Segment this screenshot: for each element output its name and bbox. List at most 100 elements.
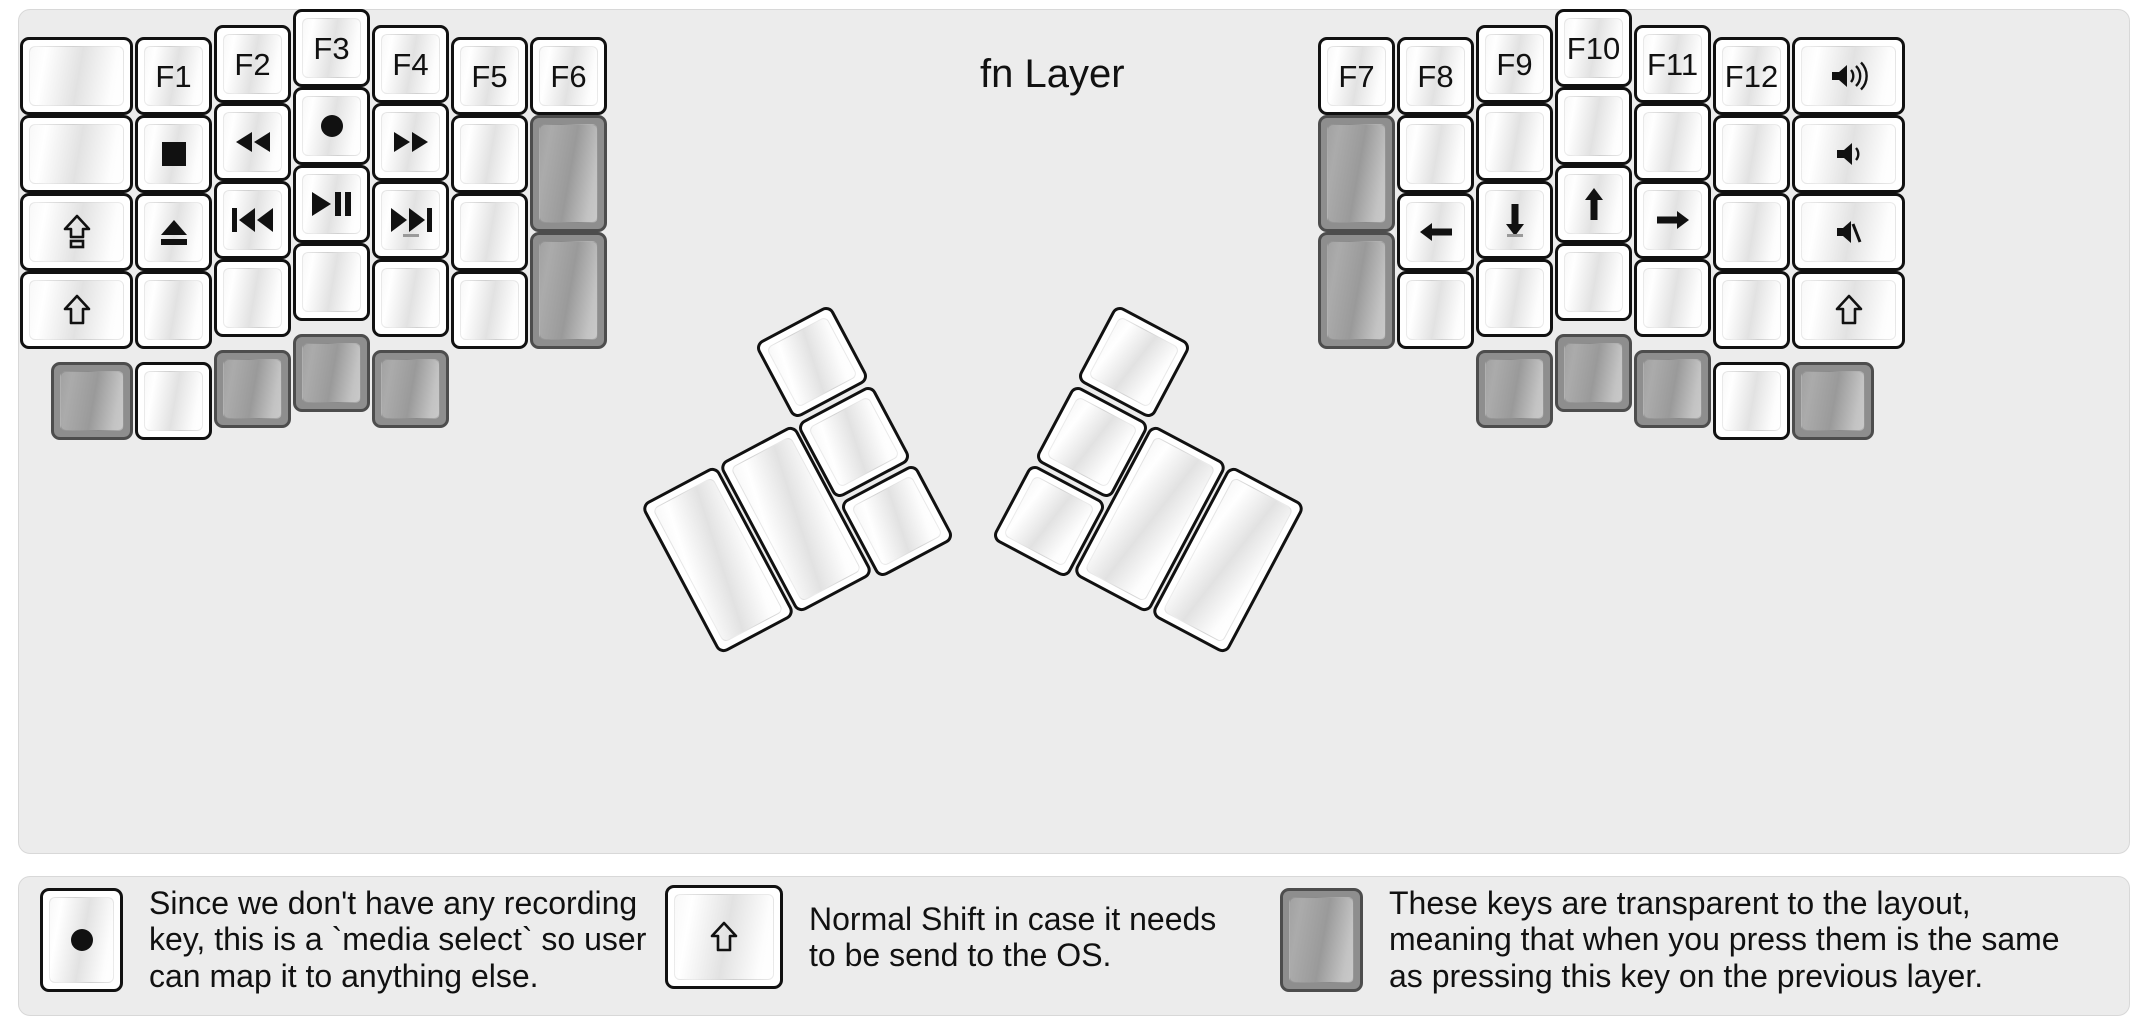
col-outer-right-key-shift[interactable] [1792,271,1905,349]
col-7-key-transparent-tall-1[interactable] [1318,115,1395,232]
col-outer-right-key-volume-up[interactable] [1792,37,1905,115]
keycap-face [1564,343,1623,403]
keycap-face [302,96,361,156]
col-11-key-blank-r2[interactable] [1634,103,1711,181]
col-3-key-media-select-record[interactable] [293,87,370,165]
keycap-face: F4 [381,34,440,94]
col-3-key-blank-r4[interactable] [293,243,370,321]
key-transparent-bottom-2[interactable] [1555,334,1632,412]
col-outer-left-key-blank-r1[interactable] [20,37,133,115]
legend-transparent-sample-key [1280,887,1363,992]
key-transparent-bottom-outer[interactable] [51,362,133,440]
col-outer-right-key-volume-mute[interactable] [1792,193,1905,271]
col-outer-left-key-capslock[interactable] [20,193,133,271]
caps-lock-icon [63,214,91,250]
col-12-key-blank-r3[interactable] [1713,193,1790,271]
col-5-key-blank-r4[interactable] [451,271,528,349]
col-12-key-blank-r4[interactable] [1713,271,1790,349]
col-12-key-f12[interactable]: F12 [1713,37,1790,115]
key-blank-bottom-4[interactable] [1713,362,1790,440]
icon-svg [1505,204,1524,236]
keycap-face [29,124,124,184]
key-transparent-bottom-4[interactable] [372,350,449,428]
col-3-key-media-play-pause[interactable] [293,165,370,243]
keycap-face [1801,46,1896,106]
col-9-key-arrow-down[interactable] [1476,181,1553,259]
col-11-key-arrow-right[interactable] [1634,181,1711,259]
col-7-key-transparent-tall-2[interactable] [1318,232,1395,349]
col-5-key-f5[interactable]: F5 [451,37,528,115]
icon-svg [1835,294,1862,325]
sample-keycap [665,885,783,989]
col-1-key-blank-r4[interactable] [135,271,212,349]
keycap-face: F3 [302,18,361,78]
key-transparent-bottom-outer[interactable] [1792,362,1874,440]
keycap-face [1722,280,1781,340]
key-blank-bottom-1[interactable] [135,362,212,440]
legend-record: Since we don't have any recording key, t… [40,885,646,994]
col-10-key-f10[interactable]: F10 [1555,9,1632,87]
col-4-key-media-fastforward[interactable] [372,103,449,181]
col-2-key-media-prev-track[interactable] [214,181,291,259]
col-1-key-media-eject[interactable] [135,193,212,271]
col-12-key-blank-r2[interactable] [1713,115,1790,193]
key-transparent-bottom-3[interactable] [293,334,370,412]
key-transparent-bottom-1[interactable] [1476,350,1553,428]
keycap-face [1406,202,1465,262]
keycap-face: F2 [223,34,282,94]
col-11-key-blank-r4[interactable] [1634,259,1711,337]
col-8-key-f8[interactable]: F8 [1397,37,1474,115]
keycap-face [144,371,203,431]
col-2-key-blank-r4[interactable] [214,259,291,337]
keycap-face [1327,124,1386,223]
key-label: F8 [1417,58,1454,94]
col-10-key-blank-r2[interactable] [1555,87,1632,165]
sample-keycap [40,887,123,992]
col-9-key-f9[interactable]: F9 [1476,25,1553,103]
icon-svg [320,115,343,137]
col-5-key-blank-r2[interactable] [451,115,528,193]
keycap-face [1722,371,1781,431]
key-transparent-bottom-3[interactable] [1634,350,1711,428]
col-6-key-transparent-tall-2[interactable] [530,232,607,349]
col-7-key-f7[interactable]: F7 [1318,37,1395,115]
key-label: F1 [155,58,192,94]
col-4-key-f4[interactable]: F4 [372,25,449,103]
col-8-key-blank-r2[interactable] [1397,115,1474,193]
legend-transparent: These keys are transparent to the layout… [1280,885,2060,994]
col-8-key-arrow-left[interactable] [1397,193,1474,271]
col-10-key-arrow-up[interactable] [1555,165,1632,243]
key-label: F11 [1646,46,1699,82]
col-10-key-blank-r4[interactable] [1555,243,1632,321]
col-2-key-f2[interactable]: F2 [214,25,291,103]
col-6-key-transparent-tall-1[interactable] [530,115,607,232]
legend-panel [18,876,2130,1016]
keycap-face [223,112,282,172]
col-6-key-f6[interactable]: F6 [530,37,607,115]
col-5-key-blank-r3[interactable] [451,193,528,271]
col-9-key-blank-r4[interactable] [1476,259,1553,337]
col-outer-left-key-blank-r2[interactable] [20,115,133,193]
col-1-key-media-stop[interactable] [135,115,212,193]
col-8-key-blank-r4[interactable] [1397,271,1474,349]
col-9-key-blank-r2[interactable] [1476,103,1553,181]
col-4-key-media-next-track[interactable] [372,181,449,259]
col-2-key-media-rewind[interactable] [214,103,291,181]
col-4-key-blank-r4[interactable] [372,259,449,337]
keycap-face [302,252,361,312]
col-3-key-f3[interactable]: F3 [293,9,370,87]
icon-svg [1656,211,1689,229]
prev-track-icon [231,207,275,233]
key-transparent-bottom-2[interactable] [214,350,291,428]
eject-icon [159,218,189,246]
col-1-key-f1[interactable]: F1 [135,37,212,115]
col-outer-right-key-volume-down[interactable] [1792,115,1905,193]
icon-svg [235,132,270,152]
icon-svg [160,220,187,245]
fast-forward-icon [392,130,430,154]
col-outer-left-key-shift[interactable] [20,271,133,349]
keycap-face [460,202,519,262]
keycap-face [1406,124,1465,184]
key-sublegend-bar [1506,234,1523,237]
col-11-key-f11[interactable]: F11 [1634,25,1711,103]
